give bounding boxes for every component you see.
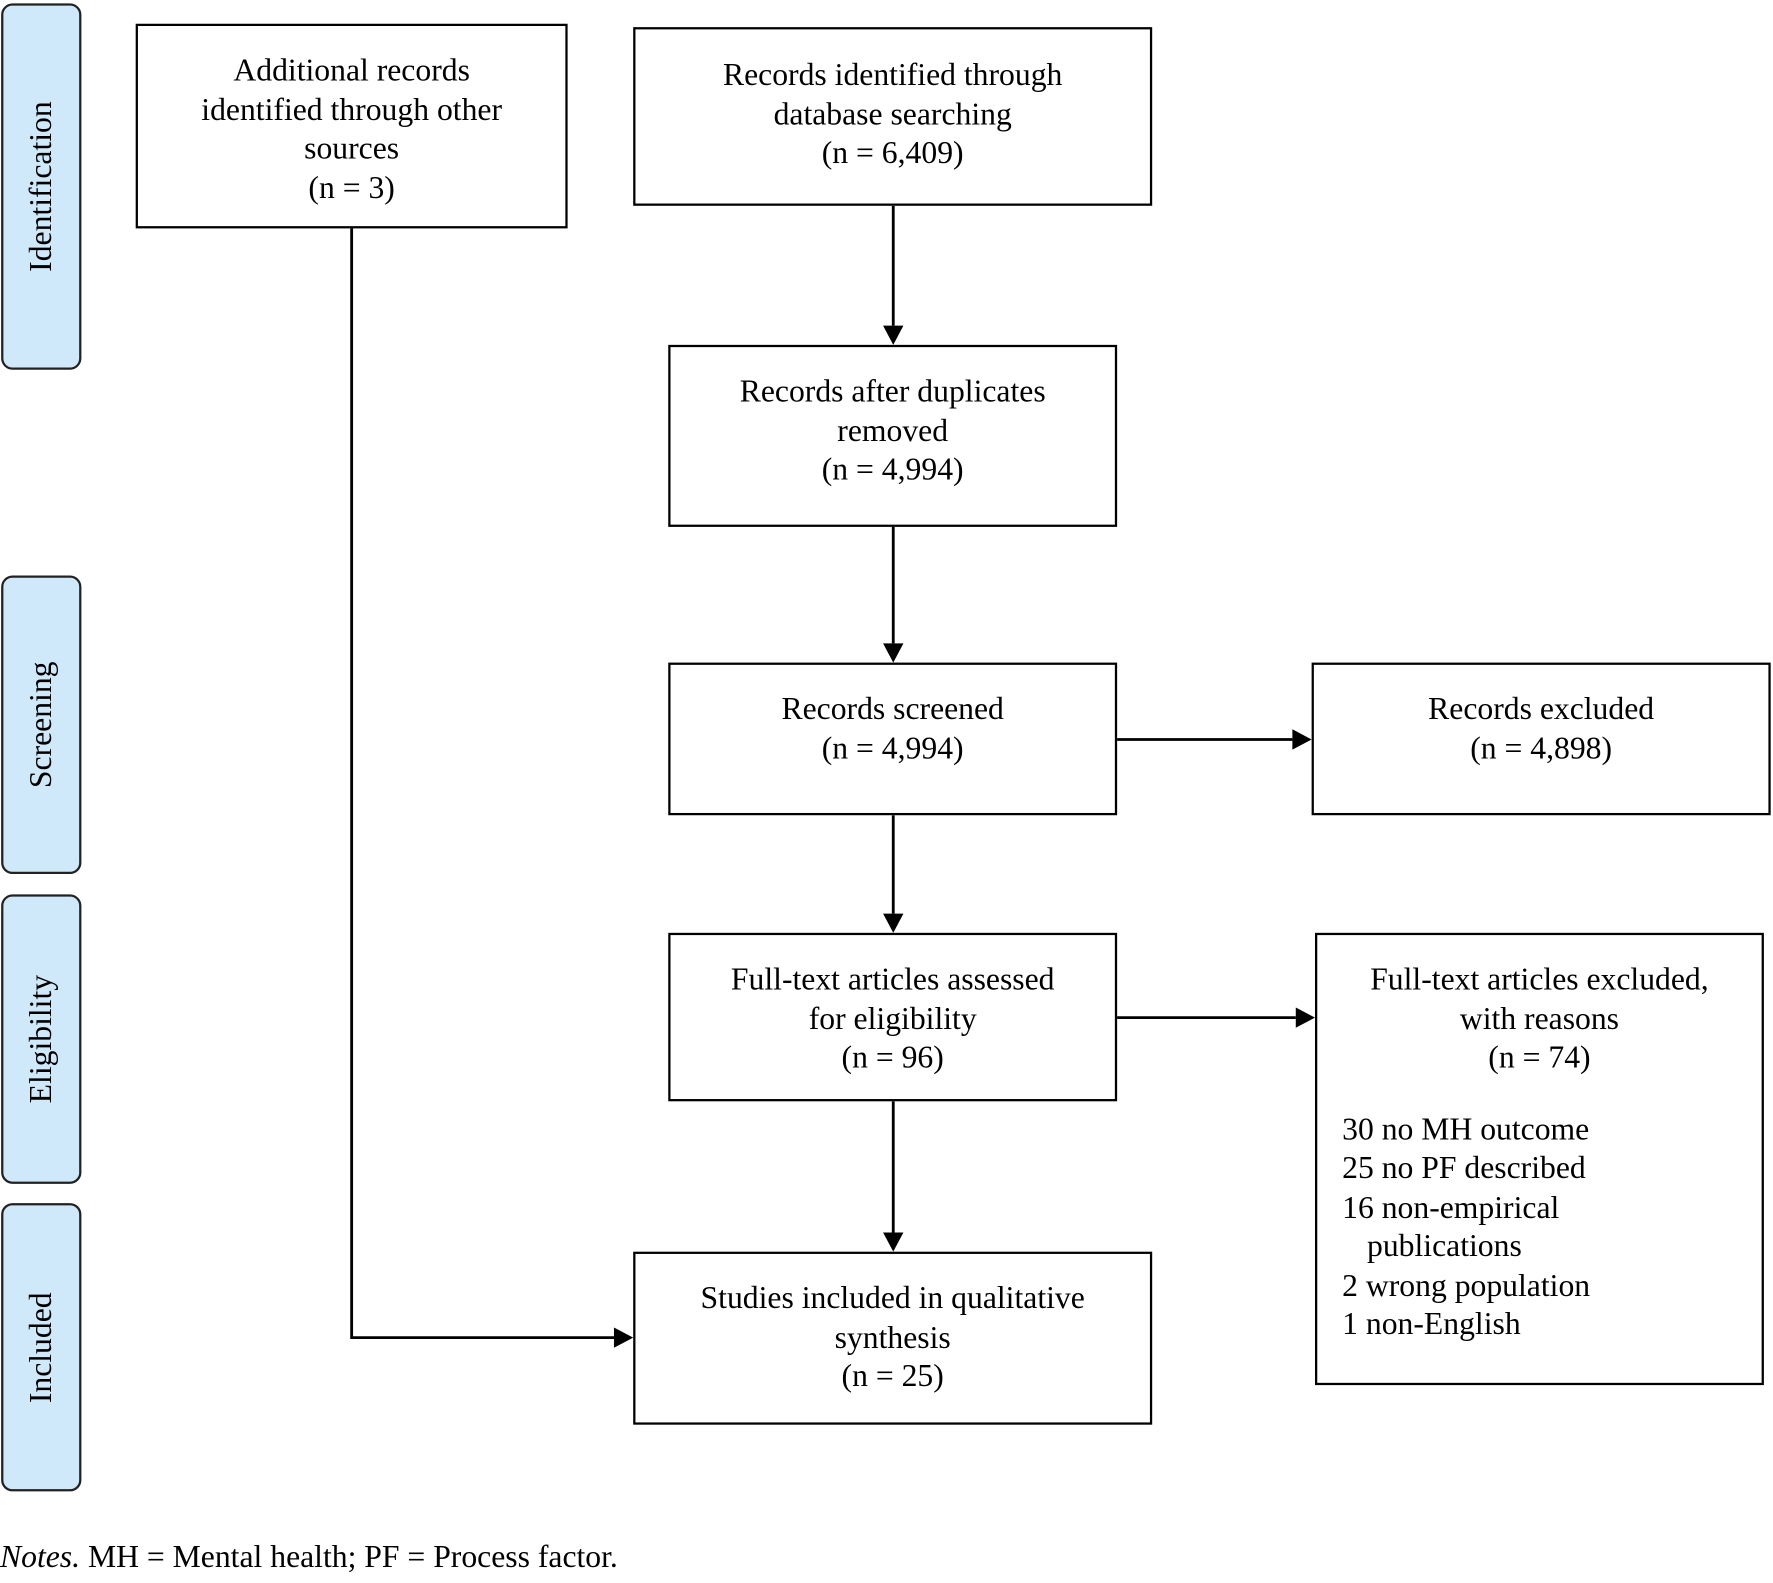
phase-screening-label: Screening xyxy=(23,661,59,789)
arrowhead xyxy=(883,913,904,933)
box-records-screened: Records screened (n = 4,994) xyxy=(668,662,1118,816)
exclusion-reason: 16 non-empirical xyxy=(1342,1190,1560,1226)
box-count: (n = 96) xyxy=(841,1040,944,1076)
exclusion-reason: 25 no PF described xyxy=(1342,1151,1586,1187)
exclusion-reasons-list: 30 no MH outcome 25 no PF described 16 n… xyxy=(1317,1111,1761,1345)
box-text-line: database searching xyxy=(773,96,1012,132)
box-text-line: Full-text articles excluded, xyxy=(1370,962,1709,998)
exclusion-reason: 1 non-English xyxy=(1342,1307,1521,1343)
connector-other-sources-to-included xyxy=(350,227,614,1340)
arrowhead xyxy=(883,643,904,663)
box-text-line: Records identified through xyxy=(722,57,1063,93)
notes-label: Notes. xyxy=(0,1540,81,1576)
box-text-line: Records after duplicates xyxy=(739,374,1046,410)
box-text-line: Studies included in qualitative xyxy=(700,1281,1085,1317)
box-count: (n = 6,409) xyxy=(821,135,964,171)
arrowhead xyxy=(1292,729,1312,750)
arrowhead xyxy=(613,1327,634,1348)
phase-included-label: Included xyxy=(23,1291,59,1403)
box-text-line: Records excluded xyxy=(1428,691,1655,728)
arrowhead xyxy=(883,1232,904,1252)
box-count: (n = 3) xyxy=(308,170,395,206)
phase-identification: Identification xyxy=(1,3,82,370)
box-other-sources: Additional records identified through ot… xyxy=(135,23,568,229)
box-text-line: with reasons xyxy=(1459,1001,1620,1037)
box-studies-included: Studies included in qualitative synthesi… xyxy=(633,1251,1153,1425)
box-count: (n = 25) xyxy=(841,1359,944,1395)
phase-screening: Screening xyxy=(1,575,82,875)
phase-eligibility: Eligibility xyxy=(1,894,82,1184)
box-count: (n = 4,994) xyxy=(821,730,964,767)
exclusion-reason-continued: publications xyxy=(1367,1229,1522,1265)
box-duplicates-removed: Records after duplicates removed (n = 4,… xyxy=(668,344,1118,527)
box-text-line: Records screened xyxy=(781,691,1004,728)
box-count: (n = 4,898) xyxy=(1470,730,1613,767)
figure-notes: Notes. MH = Mental health; PF = Process … xyxy=(0,1540,618,1576)
box-records-excluded: Records excluded (n = 4,898) xyxy=(1311,662,1771,816)
box-database-searching: Records identified through database sear… xyxy=(633,27,1153,206)
box-text-line: identified through other xyxy=(201,92,502,128)
box-fulltext-excluded: Full-text articles excluded, with reason… xyxy=(1315,932,1764,1386)
arrowhead xyxy=(1295,1007,1316,1028)
box-text-line: sources xyxy=(304,131,400,167)
exclusion-reason: 30 no MH outcome xyxy=(1342,1112,1590,1148)
box-text-line: Full-text articles assessed xyxy=(730,962,1055,998)
arrowhead xyxy=(883,325,904,345)
phase-eligibility-label: Eligibility xyxy=(23,974,59,1104)
box-text-line: synthesis xyxy=(834,1320,951,1356)
arrowheads xyxy=(613,325,1316,1348)
box-text-line: for eligibility xyxy=(808,1001,977,1037)
box-count: (n = 4,994) xyxy=(821,452,964,488)
phase-identification-label: Identification xyxy=(23,101,59,272)
phase-included: Included xyxy=(1,1203,82,1492)
box-text-line: removed xyxy=(837,413,949,449)
exclusion-reason: 2 wrong population xyxy=(1342,1268,1591,1304)
box-fulltext-assessed: Full-text articles assessed for eligibil… xyxy=(668,932,1118,1102)
notes-text: MH = Mental health; PF = Process factor. xyxy=(80,1540,618,1576)
box-text-line: Additional records xyxy=(233,53,470,89)
box-count: (n = 74) xyxy=(1488,1040,1591,1076)
